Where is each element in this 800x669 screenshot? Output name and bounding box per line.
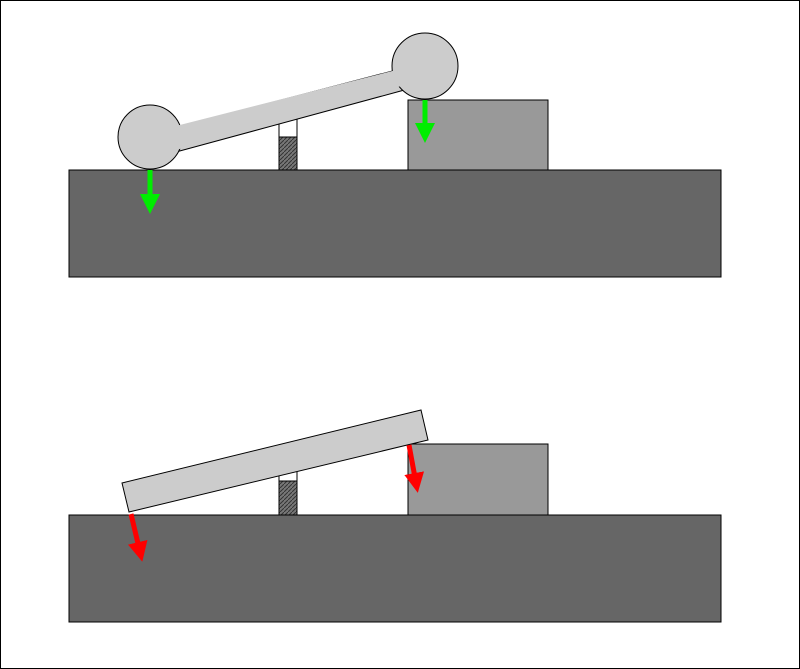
swivel-clamp-arm	[117, 32, 459, 170]
left-edge-force-arrow	[127, 513, 148, 562]
right-edge-force-arrow	[404, 444, 425, 493]
table-top	[68, 169, 722, 278]
table-bottom	[68, 514, 722, 623]
workpiece-block-bottom	[407, 443, 549, 516]
flat-clamp-bar	[121, 409, 429, 513]
panel-bottom	[68, 409, 722, 623]
panel-top	[68, 32, 722, 278]
right-swivel-pad	[391, 32, 459, 100]
workpiece-block-top	[407, 99, 549, 171]
